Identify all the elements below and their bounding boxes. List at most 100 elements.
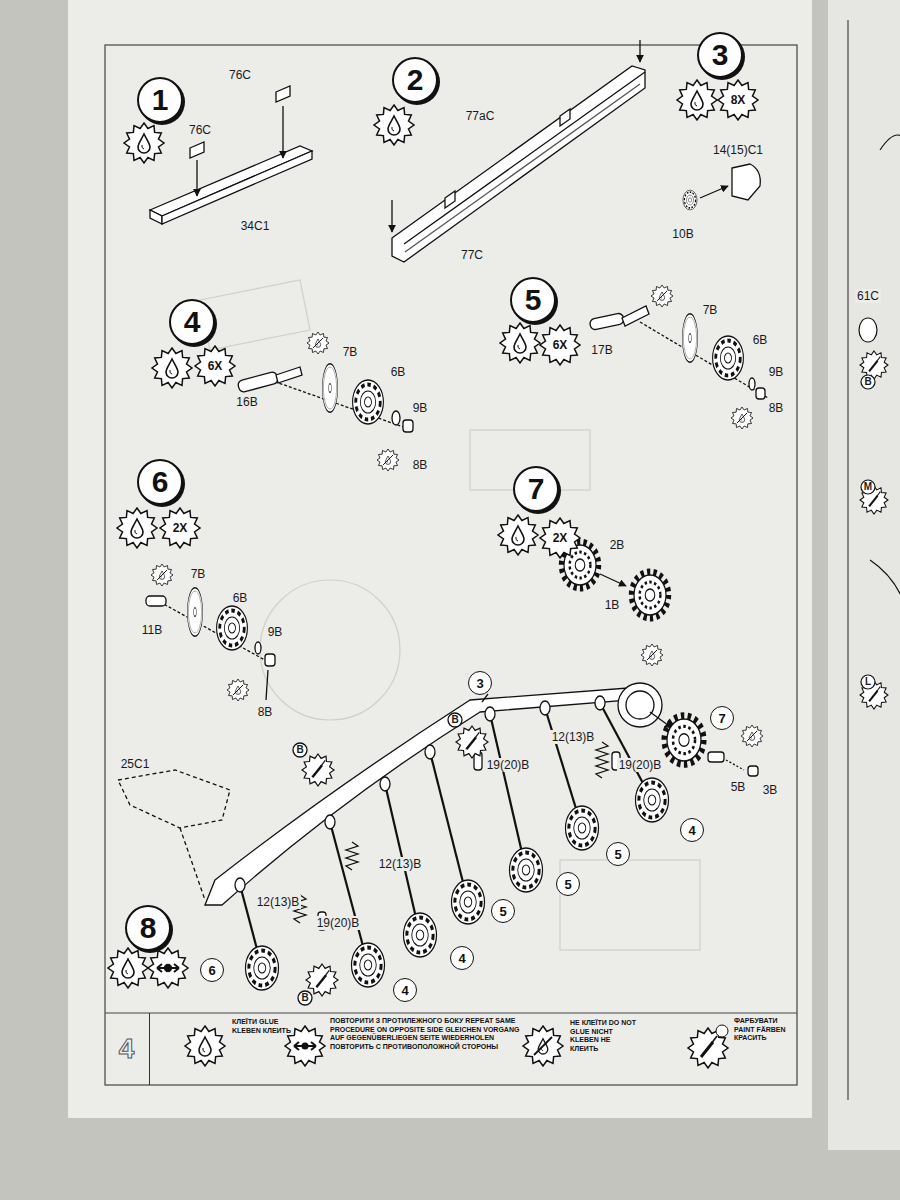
drawing-part — [425, 745, 435, 759]
drawing-part — [452, 880, 485, 924]
part-number: 77aC — [464, 109, 497, 123]
drawing-part — [374, 105, 414, 145]
part-number: 25C1 — [119, 757, 152, 771]
drawing-part — [108, 948, 148, 988]
star-outline — [540, 325, 580, 365]
drawing-part — [227, 679, 249, 701]
part-number: 7B — [189, 567, 208, 581]
drawing-part — [405, 84, 640, 252]
next-page-parts — [859, 135, 900, 709]
drawing-part — [731, 407, 753, 429]
drawing-part — [162, 151, 312, 224]
part-number: 19(20)B — [315, 916, 362, 930]
drawing-part — [664, 716, 703, 764]
drawing-part — [196, 160, 197, 196]
drawing-part — [682, 314, 697, 362]
part-number: 2B — [608, 538, 627, 552]
part-number: 9B — [411, 401, 430, 415]
part-number: 6B — [751, 333, 770, 347]
node-text: 5 — [564, 877, 571, 892]
node-text: 4 — [688, 823, 695, 838]
drawing-part — [150, 210, 162, 224]
drawing-part — [560, 860, 700, 950]
legend-text: КЛЕЇТИ GLUE KLEBEN КЛЕИТЬ — [232, 1018, 292, 1035]
drawing-part — [639, 40, 640, 62]
drawing-part — [217, 606, 248, 650]
drawing-part — [205, 688, 630, 905]
part-number: 12(13)B — [255, 895, 302, 909]
drawing-part — [353, 380, 384, 424]
callout-number: 7 — [710, 706, 734, 730]
legend-text: ФАРБУВАТИ PAINT FÄRBEN КРАСИТЬ — [734, 1017, 794, 1043]
drawing-part — [589, 313, 625, 331]
drawing-part — [235, 878, 245, 892]
node-text: 6 — [208, 963, 215, 978]
node-text: 3 — [476, 676, 483, 691]
drawing-part — [404, 72, 645, 244]
drawing-part — [861, 480, 875, 494]
node-text: 6 — [152, 465, 169, 499]
drawing-part — [622, 306, 649, 326]
step8-assembly — [108, 644, 763, 1005]
step-number: 1 — [137, 77, 183, 123]
node-text: 5 — [499, 904, 506, 919]
quantity-star: 2X — [158, 506, 202, 550]
part-number: 14(15)C1 — [711, 143, 765, 157]
drawing-part — [282, 106, 283, 158]
drawing-part — [346, 842, 358, 870]
drawing-part — [713, 336, 744, 380]
node-text: 6X — [208, 359, 223, 373]
part-number: 8B — [767, 401, 786, 415]
drawing-part — [246, 946, 279, 990]
drawing-part — [391, 200, 392, 232]
drawing-part — [523, 1026, 563, 1066]
drawing-part — [861, 375, 875, 389]
step-number: 5 — [510, 277, 556, 323]
part-number: 1B — [603, 598, 622, 612]
drawing-part — [859, 318, 877, 342]
part-number: 19(20)B — [617, 758, 664, 772]
drawing-part — [105, 1012, 797, 1013]
callout-number: 6 — [200, 958, 224, 982]
drawing-part — [860, 351, 888, 379]
callout-number: 4 — [680, 818, 704, 842]
drawing-part — [540, 701, 550, 715]
drawing-part — [708, 752, 724, 762]
drawing-part — [700, 186, 728, 198]
part-number: 12(13)B — [550, 730, 597, 744]
drawing-part — [200, 280, 310, 350]
part-number: 12(13)B — [377, 857, 424, 871]
legend-text: НЕ КЛЕЇТИ DO NOT GLUE NICHT KLEBEN НЕ КЛ… — [570, 1019, 640, 1053]
drawing-part — [352, 943, 385, 987]
part-number: 5B — [729, 780, 748, 794]
drawing-part — [377, 449, 399, 471]
callout-number: 5 — [491, 899, 515, 923]
drawing-part — [510, 848, 543, 892]
drawing-part — [285, 1026, 325, 1066]
drawing-part — [445, 191, 455, 208]
step6-parts — [117, 508, 275, 701]
part-number: 9B — [767, 365, 786, 379]
drawing-part — [448, 713, 462, 727]
drawing-part — [185, 1026, 225, 1066]
drawing-part — [636, 778, 669, 822]
paint-marker: B — [864, 375, 871, 389]
drawing-part — [118, 770, 230, 828]
part-number: 76C — [227, 68, 253, 82]
next-page-edge — [828, 0, 900, 1150]
drawing-part — [270, 380, 412, 430]
drawing-part — [618, 683, 662, 727]
paint-marker: B — [296, 743, 303, 757]
drawing-part — [485, 707, 495, 721]
step-number: 4 — [169, 299, 215, 345]
node-text: 4 — [458, 951, 465, 966]
drawing-part — [870, 560, 900, 620]
drawing-part — [861, 675, 875, 689]
node-text: 5 — [614, 847, 621, 862]
drawing-part — [677, 80, 717, 120]
drawing-part — [276, 367, 302, 383]
part-number: 34C1 — [239, 219, 272, 233]
drawing-part — [322, 364, 337, 412]
paint-marker: B — [451, 713, 458, 727]
paint-marker: M — [864, 480, 872, 494]
